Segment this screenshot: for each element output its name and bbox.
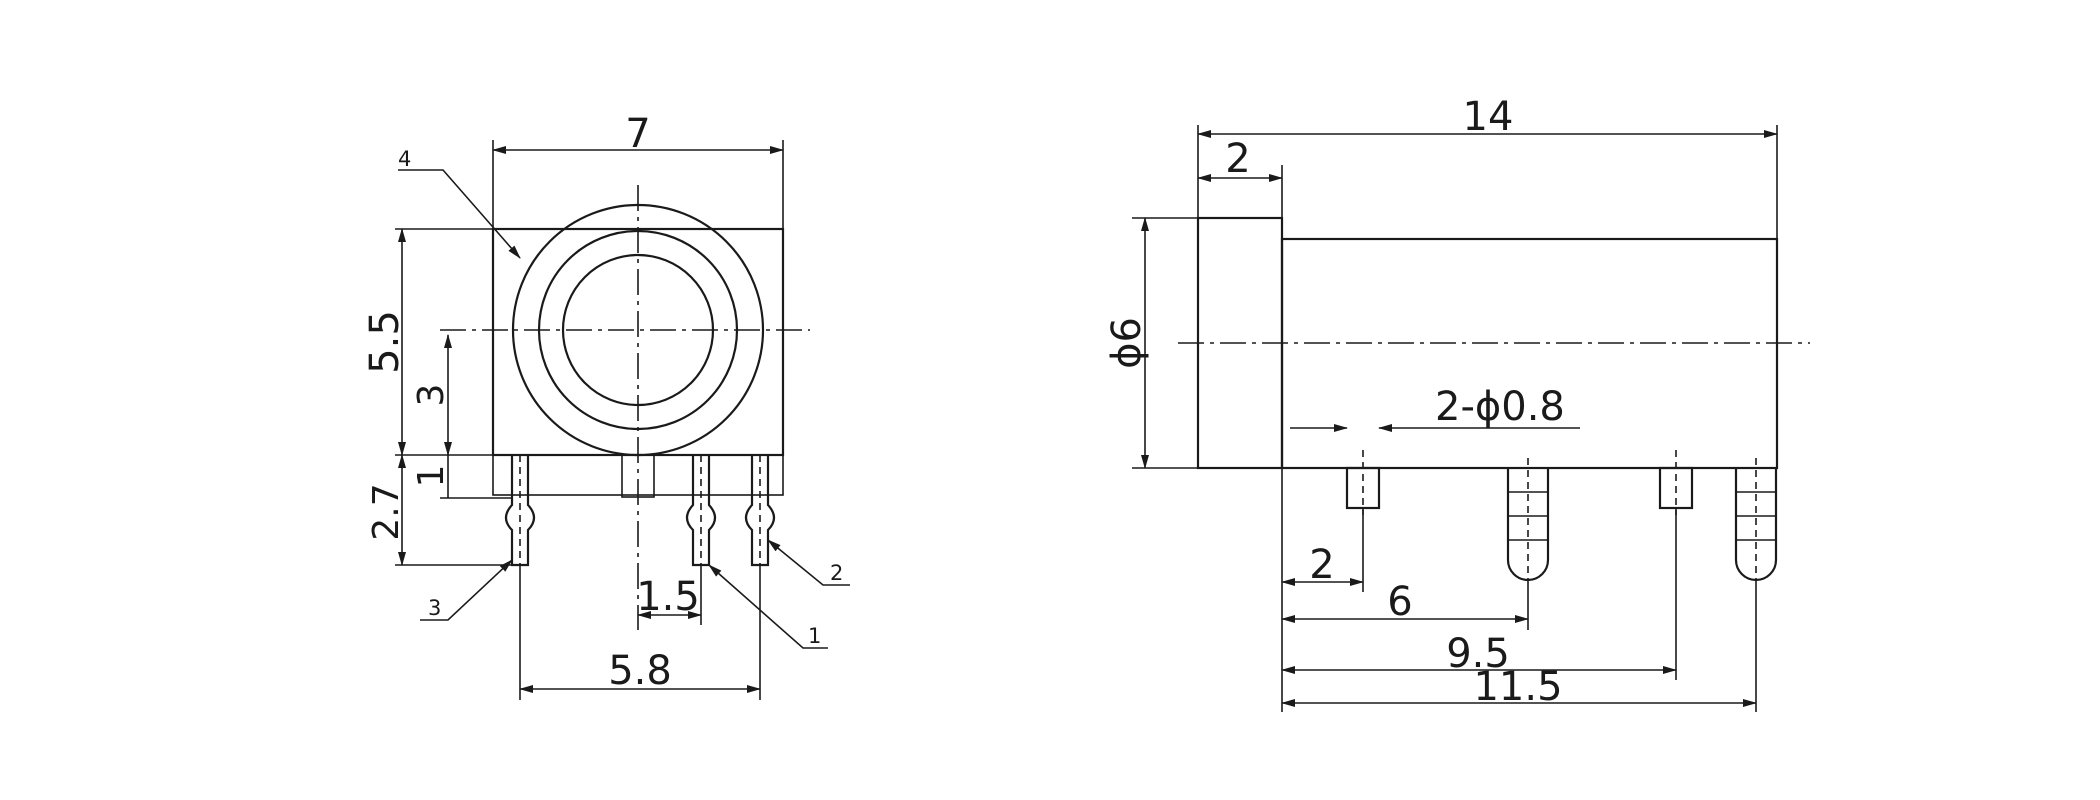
dim-offset-2-label: 2 bbox=[1309, 542, 1334, 588]
side-pin-round-2 bbox=[1734, 458, 1778, 582]
side-barrel bbox=[1280, 237, 1779, 470]
hole-note-label: 2-ϕ0.8 bbox=[1435, 384, 1565, 430]
dim-diameter-label: ϕ6 bbox=[1104, 317, 1150, 369]
dim-width-label: 7 bbox=[625, 111, 650, 157]
callout-4-label: 4 bbox=[398, 147, 411, 171]
callout-1-label: 1 bbox=[808, 624, 821, 648]
callout-2-label: 2 bbox=[830, 561, 843, 585]
front-pin-middle bbox=[685, 455, 717, 567]
dim-offset-6-label: 6 bbox=[1387, 579, 1412, 625]
dim-offset-11-5-label: 11.5 bbox=[1473, 664, 1562, 710]
dim-center-height-label: 3 bbox=[411, 384, 452, 407]
callout-3-leader bbox=[420, 559, 513, 621]
callout-3-label: 3 bbox=[428, 596, 441, 620]
side-pin-round-1 bbox=[1506, 458, 1550, 582]
dim-offset-9-5-label: 9.5 bbox=[1446, 631, 1510, 677]
dim-base-label: 1 bbox=[411, 465, 452, 488]
center-post bbox=[621, 454, 655, 498]
callout-1-leader bbox=[708, 564, 828, 649]
callout-2-leader bbox=[767, 539, 850, 586]
front-pin-left bbox=[504, 455, 536, 567]
dim-center-offset-label: 1.5 bbox=[636, 574, 700, 620]
dim-length-label: 14 bbox=[1463, 94, 1514, 140]
callout-4-leader bbox=[398, 169, 521, 259]
dim-flange-label: 2 bbox=[1225, 136, 1250, 182]
dim-pin-spacing-label: 5.8 bbox=[608, 648, 672, 694]
front-pin-right bbox=[744, 455, 776, 567]
dim-height-label: 5.5 bbox=[362, 310, 408, 374]
front-view: 7 5.5 3 1 2.7 1.5 5.8 4 3 1 bbox=[362, 111, 850, 700]
dim-pin-length-label: 2.7 bbox=[366, 483, 407, 540]
side-view: 14 2 ϕ6 2-ϕ0.8 2 6 9.5 11.5 bbox=[1104, 94, 1810, 712]
